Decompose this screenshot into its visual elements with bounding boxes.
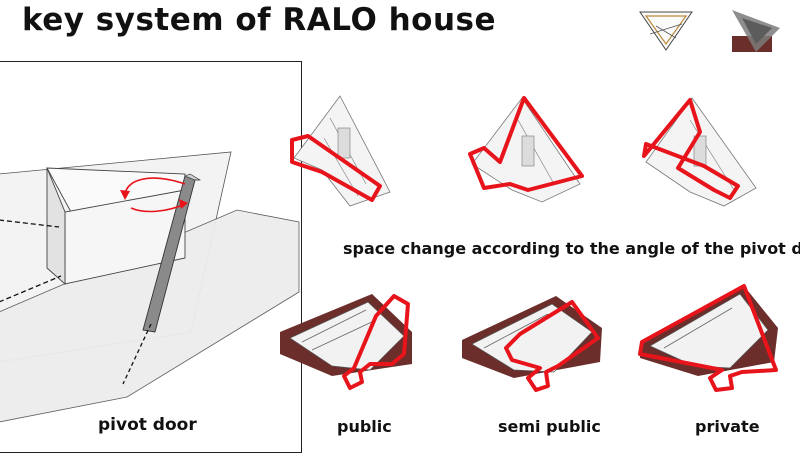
caption-private: private xyxy=(695,417,760,436)
model-public xyxy=(280,294,412,390)
caption-public: public xyxy=(337,417,392,436)
massing-thumbnail xyxy=(732,10,780,52)
axonometric-1 xyxy=(290,95,391,207)
page-title: key system of RALO house xyxy=(22,2,497,38)
model-semi-public xyxy=(462,296,602,392)
caption-semi-public: semi public xyxy=(498,417,601,436)
model-private xyxy=(638,284,778,392)
pivot-door-diagram xyxy=(0,151,300,423)
subtitle: space change according to the angle of t… xyxy=(343,239,800,258)
plan-thumbnail xyxy=(639,11,693,51)
caption-pivot-door: pivot door xyxy=(98,415,197,435)
pivot-door-panel xyxy=(0,61,302,453)
axonometric-3 xyxy=(642,97,757,207)
axonometric-2 xyxy=(468,96,584,203)
